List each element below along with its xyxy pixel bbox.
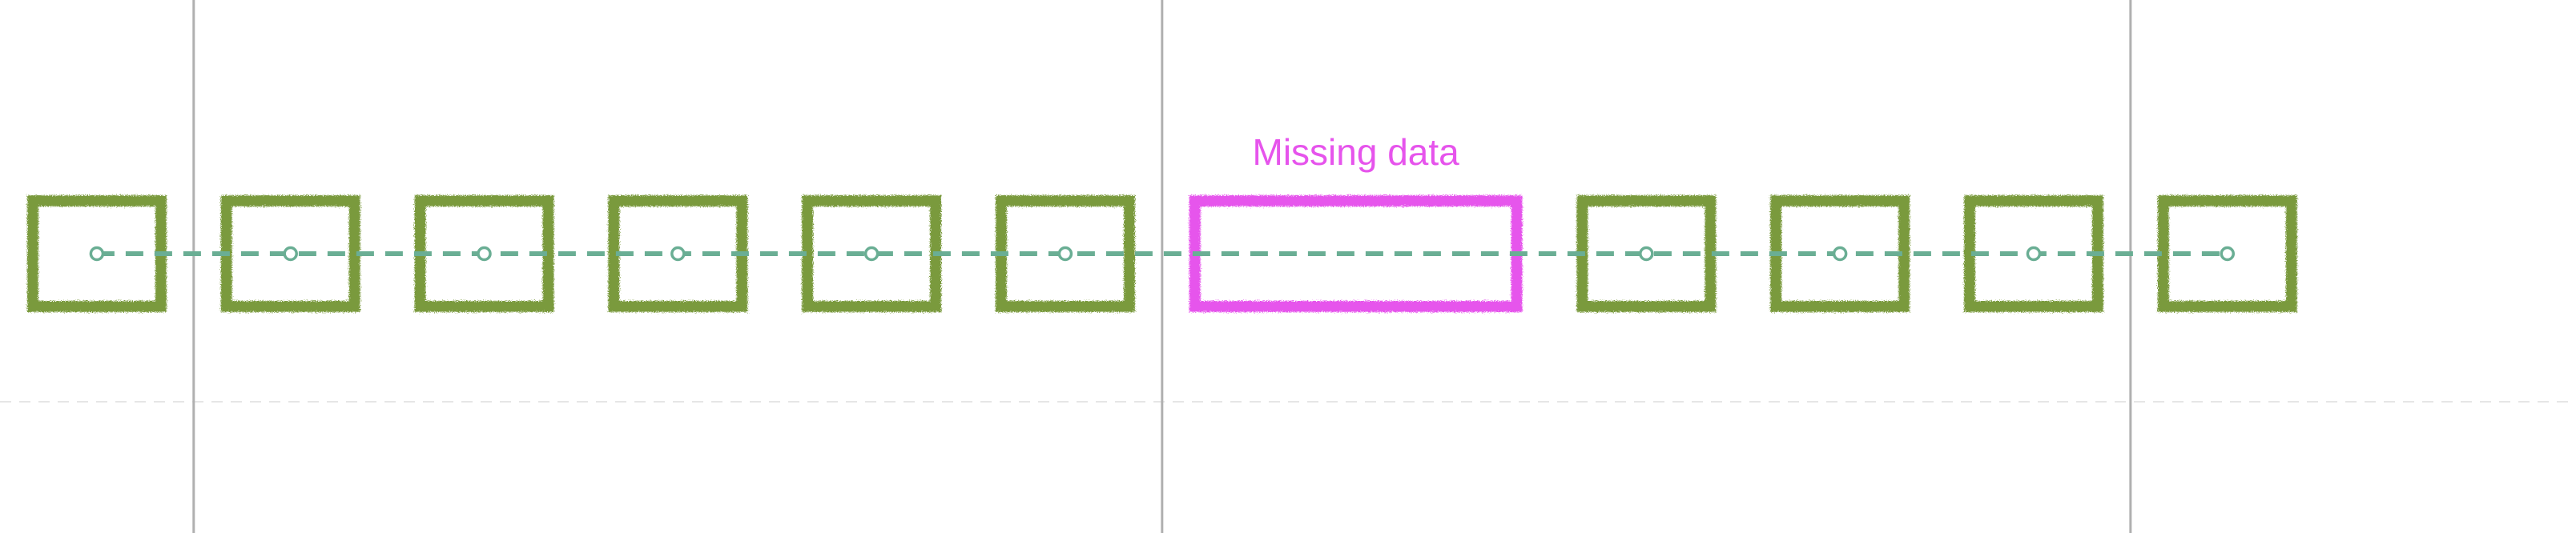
data-point-9 <box>1639 246 1654 262</box>
data-point-6 <box>1057 246 1073 262</box>
point-layer <box>89 246 2236 262</box>
data-point-4 <box>670 246 686 262</box>
data-point-3 <box>477 246 492 262</box>
annotation-layer: Missing data <box>1253 131 1460 173</box>
data-point-1 <box>89 246 105 262</box>
annotation-label-1: Missing data <box>1253 131 1460 173</box>
data-point-10 <box>1832 246 1848 262</box>
point-box-12 <box>2157 195 2297 312</box>
data-point-2 <box>283 246 298 262</box>
data-point-5 <box>863 246 879 262</box>
data-point-12 <box>2220 246 2236 262</box>
data-point-11 <box>2026 246 2042 262</box>
vline-layer <box>192 0 2132 533</box>
